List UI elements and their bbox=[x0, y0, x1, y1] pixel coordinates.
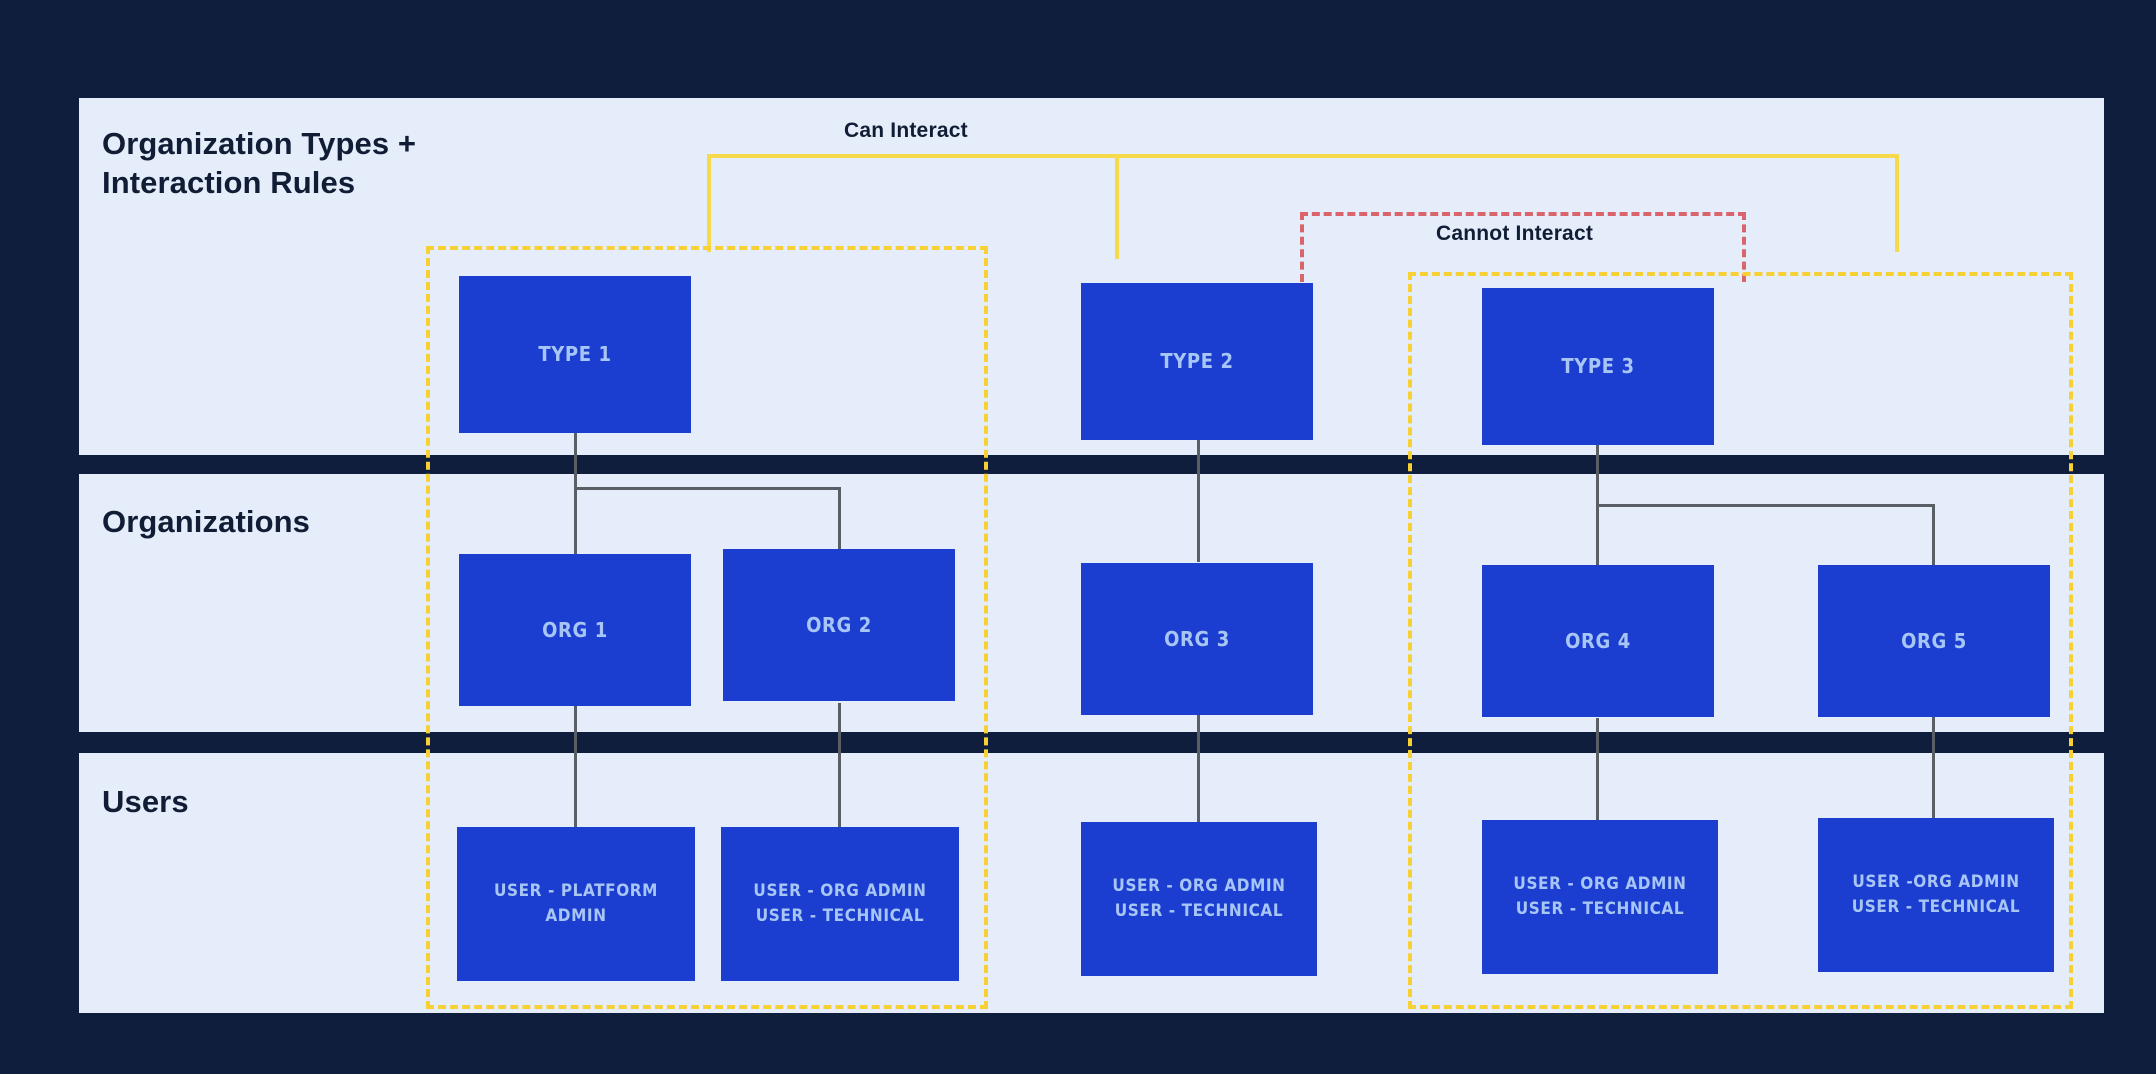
connector-type3-bar bbox=[1596, 504, 1934, 507]
connector-type1-bar bbox=[574, 487, 840, 490]
node-org-3[interactable]: ORG 3 bbox=[1081, 563, 1313, 715]
can-interact-drop-type3 bbox=[1895, 154, 1899, 252]
node-users-org1[interactable]: USER - PLATFORM ADMIN bbox=[457, 827, 695, 981]
can-interact-drop-type2 bbox=[1115, 154, 1119, 259]
node-type-1[interactable]: TYPE 1 bbox=[459, 276, 691, 433]
connector-org1-users bbox=[574, 703, 577, 828]
connector-org3-users bbox=[1197, 713, 1200, 823]
row-label-types: Organization Types + Interaction Rules bbox=[102, 126, 417, 200]
node-users-org4[interactable]: USER - ORG ADMIN USER - TECHNICAL bbox=[1482, 820, 1718, 974]
connector-type3-stem bbox=[1596, 442, 1599, 572]
node-users-org3[interactable]: USER - ORG ADMIN USER - TECHNICAL bbox=[1081, 822, 1317, 976]
connector-org4-users bbox=[1596, 718, 1599, 823]
row-label-organizations: Organizations bbox=[102, 504, 310, 539]
callout-can-interact: Can Interact bbox=[844, 119, 968, 142]
node-org-5[interactable]: ORG 5 bbox=[1818, 565, 2050, 717]
connector-org5-users bbox=[1932, 713, 1935, 823]
node-org-2[interactable]: ORG 2 bbox=[723, 549, 955, 701]
node-users-org5[interactable]: USER -ORG ADMIN USER - TECHNICAL bbox=[1818, 818, 2054, 972]
row-label-users: Users bbox=[102, 784, 189, 819]
node-org-4[interactable]: ORG 4 bbox=[1482, 565, 1714, 717]
callout-cannot-interact: Cannot Interact bbox=[1436, 222, 1594, 245]
connector-org2-users bbox=[838, 703, 841, 828]
node-type-3[interactable]: TYPE 3 bbox=[1482, 288, 1714, 445]
connector-org2-drop bbox=[838, 487, 841, 553]
connector-type2-org3 bbox=[1197, 437, 1200, 562]
can-interact-rail bbox=[707, 154, 1899, 158]
can-interact-drop-type1 bbox=[707, 154, 711, 252]
node-type-2[interactable]: TYPE 2 bbox=[1081, 283, 1313, 440]
node-users-org2[interactable]: USER - ORG ADMIN USER - TECHNICAL bbox=[721, 827, 959, 981]
connector-type1-stem bbox=[574, 430, 577, 560]
connector-org5-drop bbox=[1932, 504, 1935, 569]
node-org-1[interactable]: ORG 1 bbox=[459, 554, 691, 706]
